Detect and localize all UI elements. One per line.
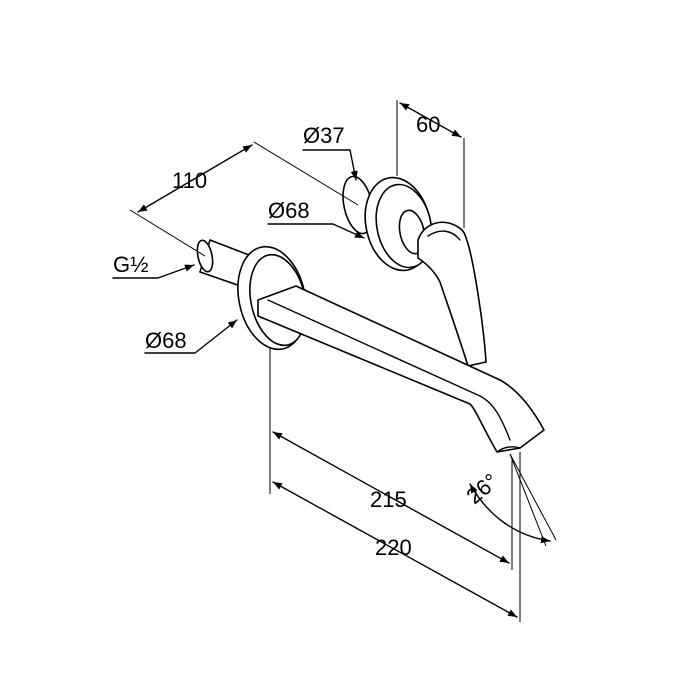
dia68-upper-label: Ø68 xyxy=(268,198,310,223)
thread-label: G½ xyxy=(113,252,148,277)
dim-60-label: 60 xyxy=(416,112,440,137)
angle-label: 26° xyxy=(462,468,504,509)
upper-valve-assembly xyxy=(342,175,487,367)
dia37-label: Ø37 xyxy=(303,123,345,148)
dimension-60: 60 xyxy=(396,100,465,228)
angle-dimension: 26° xyxy=(462,453,557,547)
dim-220-label: 220 xyxy=(375,535,412,560)
leader-thread: G½ xyxy=(112,252,195,279)
dim-110-label: 110 xyxy=(172,168,207,193)
leader-dia68-upper: Ø68 xyxy=(267,198,365,239)
dimension-110: 110 xyxy=(129,141,359,257)
spout xyxy=(257,285,545,453)
leader-dia68-lower: Ø68 xyxy=(144,319,238,354)
lever-handle xyxy=(417,221,487,367)
lower-spout-assembly xyxy=(196,239,545,453)
leader-dia37: Ø37 xyxy=(302,123,358,181)
dia68-lower-label: Ø68 xyxy=(145,328,187,353)
thread-pipe-end xyxy=(196,239,214,273)
dim-215-label: 215 xyxy=(370,487,407,512)
lever-handle-edge xyxy=(427,230,461,241)
